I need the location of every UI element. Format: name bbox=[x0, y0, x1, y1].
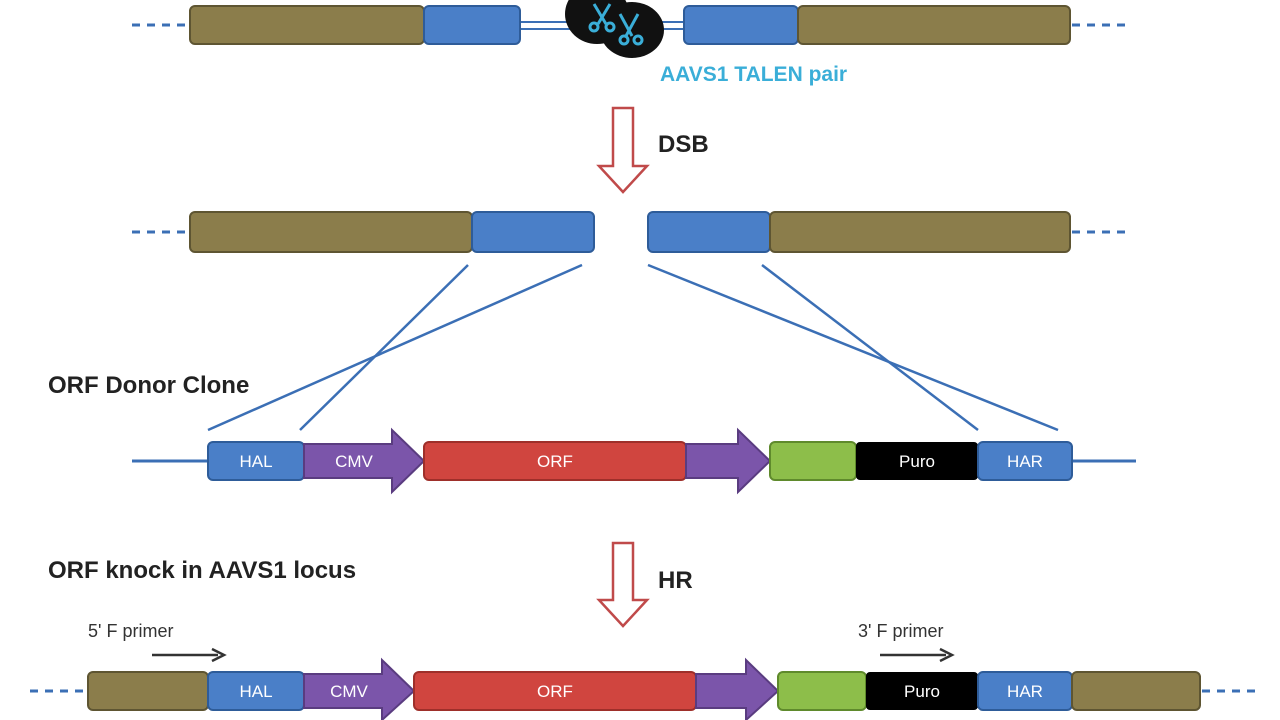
primer-5: 5' F primer bbox=[88, 621, 227, 663]
knockin-hal: HAL bbox=[207, 671, 305, 711]
primer-3: 3' F primer bbox=[858, 621, 955, 663]
knockin-cmv-label: CMV bbox=[330, 682, 368, 701]
donor-hal: HAL bbox=[207, 441, 305, 481]
knockin-puro: Puro bbox=[866, 672, 978, 710]
knockin-puro-label: Puro bbox=[904, 682, 940, 701]
knockin-cmv-arrow: CMV bbox=[303, 657, 416, 720]
row-donor-clone: HAL CMV ORF Puro HAR bbox=[132, 427, 1136, 495]
donor-orf-label: ORF bbox=[537, 452, 573, 471]
right-genomic-arm bbox=[797, 5, 1071, 45]
primer-3-arrowhead bbox=[939, 647, 955, 663]
primer-5-label: 5' F primer bbox=[88, 621, 173, 641]
left-genomic-arm bbox=[189, 5, 425, 45]
dsb-arrow-icon bbox=[596, 106, 650, 194]
dsb-label: DSB bbox=[658, 131, 709, 158]
talen-right bbox=[600, 2, 664, 58]
knock-in-label: ORF knock in AAVS1 locus bbox=[48, 557, 356, 584]
knockin-har: HAR bbox=[977, 671, 1073, 711]
dsb-step: DSB bbox=[596, 106, 709, 194]
knockin-left-genomic-arm bbox=[87, 671, 209, 711]
cut-left-genomic-arm bbox=[189, 211, 473, 253]
donor-hal-label: HAL bbox=[239, 452, 272, 471]
recomb-line-3 bbox=[647, 263, 1059, 432]
recomb-line-4 bbox=[761, 264, 979, 431]
recomb-line-1 bbox=[299, 264, 469, 431]
recombination-lines bbox=[207, 263, 1059, 432]
row-cut-locus bbox=[132, 211, 1128, 253]
hr-arrow-icon bbox=[596, 541, 650, 628]
cut-right-homology bbox=[647, 211, 771, 253]
donor-orf: ORF bbox=[423, 441, 687, 481]
knockin-orf-label: ORF bbox=[537, 682, 573, 701]
knockin-har-label: HAR bbox=[1007, 682, 1043, 701]
knockin-right-genomic-arm bbox=[1071, 671, 1201, 711]
left-homology-region bbox=[423, 5, 521, 45]
knockin-green-element bbox=[777, 671, 867, 711]
donor-purple-arrow bbox=[685, 427, 772, 495]
donor-cmv-arrow: CMV bbox=[303, 427, 426, 495]
primer-3-label: 3' F primer bbox=[858, 621, 943, 641]
donor-clone-label: ORF Donor Clone bbox=[48, 372, 249, 399]
recomb-line-2 bbox=[207, 263, 583, 432]
primer-5-arrowhead bbox=[211, 647, 227, 663]
donor-har: HAR bbox=[977, 441, 1073, 481]
talen-pair bbox=[565, 0, 664, 58]
cut-left-homology bbox=[471, 211, 595, 253]
knockin-purple-arrow bbox=[695, 657, 780, 720]
donor-green-element bbox=[769, 441, 857, 481]
knockin-orf: ORF bbox=[413, 671, 697, 711]
knockin-hal-label: HAL bbox=[239, 682, 272, 701]
donor-puro: Puro bbox=[856, 442, 978, 480]
hr-label: HR bbox=[658, 567, 693, 594]
hr-step: HR bbox=[596, 541, 693, 628]
cut-right-genomic-arm bbox=[769, 211, 1071, 253]
talen-pair-label: AAVS1 TALEN pair bbox=[660, 63, 847, 86]
row-genomic-locus: AAVS1 TALEN pair bbox=[132, 0, 1128, 86]
scissors-icon bbox=[588, 3, 644, 46]
row-knockin-locus: HAL CMV ORF Puro HAR bbox=[30, 657, 1258, 720]
donor-cmv-label: CMV bbox=[335, 452, 373, 471]
donor-puro-label: Puro bbox=[899, 452, 935, 471]
right-homology-region bbox=[683, 5, 799, 45]
donor-har-label: HAR bbox=[1007, 452, 1043, 471]
